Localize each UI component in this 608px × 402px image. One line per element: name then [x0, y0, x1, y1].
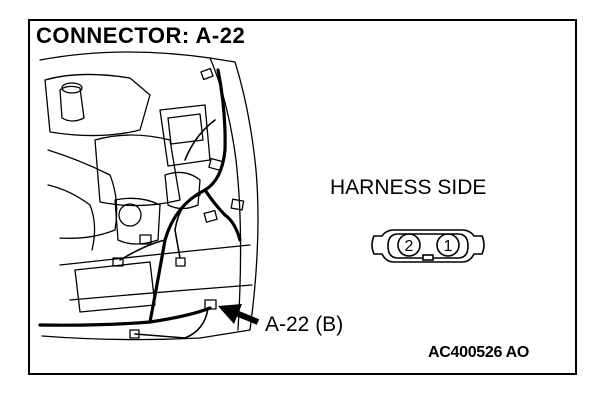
radiator-hose: [47, 184, 96, 251]
engine-cover: [94, 134, 181, 207]
wiring-harness: [148, 68, 227, 324]
headlight: [74, 261, 156, 313]
wiring-harness: [203, 188, 242, 242]
harness-connector: [175, 257, 186, 267]
wiring-branch: [174, 194, 201, 259]
connector-face: [371, 229, 485, 263]
wiring-harness: [38, 306, 212, 327]
connector-pin-2: [397, 233, 421, 257]
strut-tower: [164, 171, 201, 210]
air-box: [114, 197, 161, 245]
wiring-branch: [119, 239, 166, 261]
battery-top: [167, 113, 204, 145]
connector-callout-label: A-22 (B): [265, 313, 344, 336]
hood-edge: [209, 57, 242, 331]
reservoir: [59, 85, 85, 122]
fender-outline: [39, 51, 259, 341]
intake-pipe: [47, 149, 118, 239]
connector-title: CONNECTOR: A-22: [36, 23, 246, 48]
wiring-branch: [134, 307, 209, 339]
engine-block-top: [44, 73, 151, 137]
harness-connector: [139, 234, 152, 245]
harness-connector: [230, 198, 245, 211]
connector-housing-outer: [371, 229, 485, 263]
connector-lock-tab: [422, 254, 434, 261]
connector-pin-1: [436, 233, 460, 257]
connector-pin-2-label: 2: [405, 238, 414, 255]
reservoir-cap: [61, 82, 83, 94]
harness-connector: [200, 67, 214, 81]
battery-box: [159, 104, 211, 167]
air-box-cap: [118, 203, 142, 227]
callout-arrow: [218, 304, 260, 325]
harness-connector: [112, 257, 124, 267]
connector-pin-1-label: 1: [444, 238, 453, 255]
wiring-branch: [184, 119, 216, 161]
figure-code: AC400526 AO: [428, 344, 530, 361]
bumper-lower: [69, 284, 253, 301]
bumper-line: [59, 244, 251, 266]
connector-housing-inner: [387, 233, 469, 259]
harness-side-label: HARNESS SIDE: [330, 176, 487, 199]
harness-connector: [203, 209, 218, 223]
diagram-frame: [28, 19, 577, 375]
